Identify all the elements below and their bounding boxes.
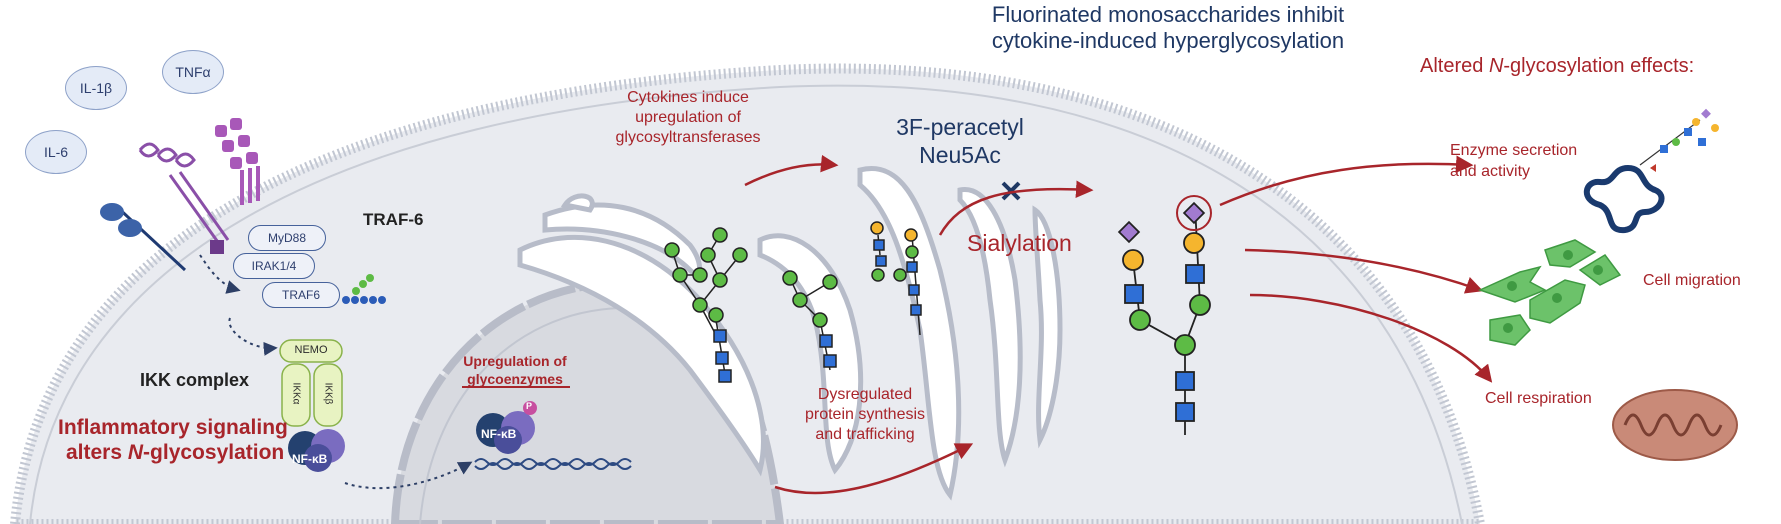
main-title-line2: cytokine-induced hyperglycosylation	[991, 28, 1345, 53]
cell-migration-label: Cell migration	[1643, 272, 1741, 289]
inflammatory-signaling-label: Inflammatory signaling alters N-glycosyl…	[58, 415, 288, 465]
inhibitor-line2: Neu5Ac	[919, 142, 1001, 168]
cytokines-induce-line3: glycosyltransferases	[615, 129, 761, 146]
glycan-3	[870, 221, 922, 336]
effects-title-italic: N	[1488, 55, 1504, 77]
ikkb-label: IKKβ	[322, 382, 334, 405]
cytokines-induce-label: Cytokines induce upregulation of glycosy…	[598, 88, 778, 148]
effects-title-post: -glycosylation effects:	[1503, 55, 1695, 77]
nfkb-complex-nucleus	[476, 401, 537, 454]
cytokine-il1b: IL-1β	[65, 66, 127, 110]
nfkb-complex-cytoplasm	[288, 429, 345, 472]
dysregulated-line3: and trafficking	[815, 426, 915, 443]
cytokines-induce-line1: Cytokines induce	[627, 89, 749, 106]
cytokines-induce-line2: upregulation of	[635, 109, 741, 126]
glycan-2	[782, 270, 838, 371]
enzyme-secretion-label: Enzyme secretion and activity	[1450, 140, 1577, 182]
cytokine-il6: IL-6	[25, 130, 87, 174]
upregulation-line2: glycoenzymes	[467, 371, 563, 387]
tnf-receptor	[215, 118, 260, 205]
enzyme-line1: Enzyme secretion	[1450, 142, 1578, 159]
ubiquitin-chain	[342, 274, 386, 304]
myd88-box: MyD88	[248, 225, 326, 251]
inflammatory-line1: Inflammatory signaling	[58, 416, 288, 439]
phospho-badge: P	[526, 401, 533, 411]
inhibition-x-mark	[1001, 181, 1021, 201]
upregulation-line1: Upregulation of	[463, 353, 567, 369]
inhibitor-line1: 3F-peracetyl	[896, 114, 1024, 140]
dysregulated-line2: protein synthesis	[804, 406, 926, 423]
inhibitor-label: 3F-peracetyl Neu5Ac	[880, 113, 1040, 169]
effects-title-pre: Altered	[1420, 55, 1489, 77]
golgi-apparatus	[517, 166, 1063, 501]
il6-receptor	[100, 203, 187, 272]
enzyme-line2: and activity	[1450, 163, 1531, 180]
main-title: Fluorinated monosaccharides inhibit cyto…	[948, 2, 1388, 54]
nfkb-label-nucleus: NF-κB	[481, 427, 517, 441]
ikk-complex-shape	[279, 339, 343, 427]
cell-migration-icon	[1477, 239, 1622, 346]
il1-receptor	[138, 142, 230, 254]
mitochondrion-icon	[1612, 389, 1738, 461]
traf6-header: TRAF-6	[363, 210, 424, 229]
dysregulated-label: Dysregulated protein synthesis and traff…	[790, 385, 940, 445]
traf6-box: TRAF6	[262, 282, 340, 308]
glycan-sialylated	[1117, 195, 1212, 435]
upregulation-label: Upregulation of glycoenzymes	[450, 352, 580, 388]
process-arrows	[744, 154, 1493, 495]
ikka-label: IKKα	[290, 382, 302, 405]
dysregulated-line1: Dysregulated	[817, 386, 913, 403]
dna-strand	[474, 458, 632, 470]
enzyme-protein-icon	[1583, 108, 1719, 234]
main-title-line1: Fluorinated monosaccharides inhibit	[991, 2, 1345, 27]
inflammatory-line2-italic: N	[127, 441, 144, 464]
cell-respiration-label: Cell respiration	[1485, 390, 1592, 407]
cytokine-tnfa: TNFα	[162, 50, 224, 94]
sialylation-label: Sialylation	[967, 230, 1072, 256]
nemo-label: NEMO	[294, 344, 328, 356]
ikk-complex-label: IKK complex	[140, 370, 250, 390]
irak-box: IRAK1/4	[233, 253, 315, 279]
nfkb-label-cytoplasm: NF-κB	[292, 452, 328, 466]
effects-title: Altered N-glycosylation effects:	[1420, 55, 1694, 78]
inflammatory-line2-post: -glycosylation	[143, 441, 285, 464]
inflammatory-line2-pre: alters	[66, 441, 128, 464]
cell-body	[9, 63, 1486, 524]
signaling-arrows	[199, 254, 473, 490]
glycan-1	[664, 227, 748, 383]
